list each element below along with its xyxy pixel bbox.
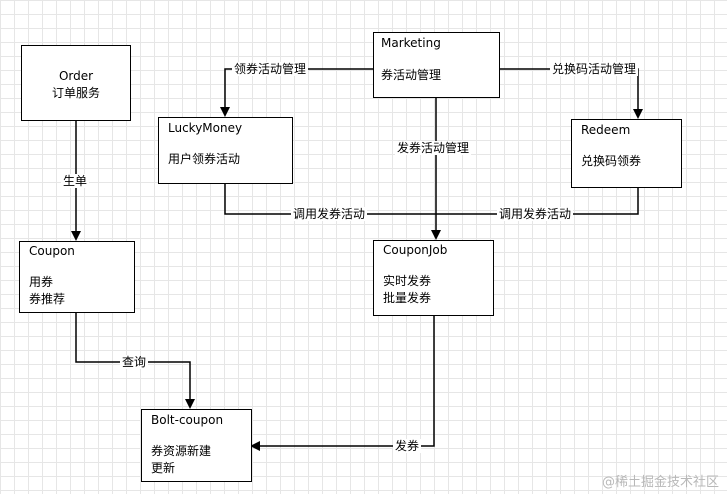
node-coupon-title: Coupon <box>29 244 75 258</box>
edge-label-couponjob-to-boltcoupon: 发券 <box>393 439 422 453</box>
node-marketing-title: Marketing <box>381 36 441 50</box>
node-redeem-desc: 兑换码领券 <box>581 154 642 168</box>
node-luckymoney-desc: 用户领券活动 <box>168 152 241 166</box>
node-couponjob-line-2: 批量发券 <box>383 291 432 305</box>
node-couponjob-line-1: 实时发券 <box>383 274 432 288</box>
edge-marketing-to-luckymoney <box>220 68 373 117</box>
edge-label-luckymoney-to-couponjob: 调用发券活动 <box>291 207 368 221</box>
node-order-desc: 订单服务 <box>51 86 100 100</box>
node-marketing-desc: 券活动管理 <box>381 68 442 82</box>
edge-label-marketing-to-couponjob: 发券活动管理 <box>395 141 472 155</box>
node-couponjob-title: CouponJob <box>383 243 448 257</box>
node-marketing: Marketing 券活动管理 <box>373 32 500 98</box>
edge-couponjob-to-boltcoupon <box>250 316 435 451</box>
node-order-title: Order <box>58 69 94 83</box>
node-redeem: Redeem 兑换码领券 <box>571 119 682 188</box>
edge-label-redeem-to-couponjob: 调用发券活动 <box>497 207 574 221</box>
node-redeem-title: Redeem <box>581 123 631 137</box>
watermark: @稀土掘金技术社区 <box>601 475 719 490</box>
edge-marketing-to-redeem <box>500 68 643 119</box>
node-boltcoupon-title: Bolt-coupon <box>151 413 224 427</box>
node-coupon: Coupon 用券 券推荐 <box>19 241 135 313</box>
node-coupon-line-1: 用券 <box>29 275 54 289</box>
edge-label-coupon-to-boltcoupon: 查询 <box>120 355 149 369</box>
node-boltcoupon-line-2: 更新 <box>151 461 176 475</box>
node-luckymoney: LuckyMoney 用户领券活动 <box>158 117 293 184</box>
edge-label-order-to-coupon: 生单 <box>61 174 90 188</box>
edge-label-marketing-to-luckymoney: 领券活动管理 <box>232 62 309 76</box>
node-coupon-line-2: 券推荐 <box>29 292 66 306</box>
node-boltcoupon-line-1: 券资源新建 <box>151 444 212 458</box>
node-luckymoney-title: LuckyMoney <box>168 121 243 135</box>
edge-label-marketing-to-redeem: 兑换码活动管理 <box>550 62 639 76</box>
node-couponjob: CouponJob 实时发券 批量发券 <box>373 240 494 316</box>
node-order: Order 订单服务 <box>21 45 131 121</box>
node-boltcoupon: Bolt-coupon 券资源新建 更新 <box>141 409 252 482</box>
